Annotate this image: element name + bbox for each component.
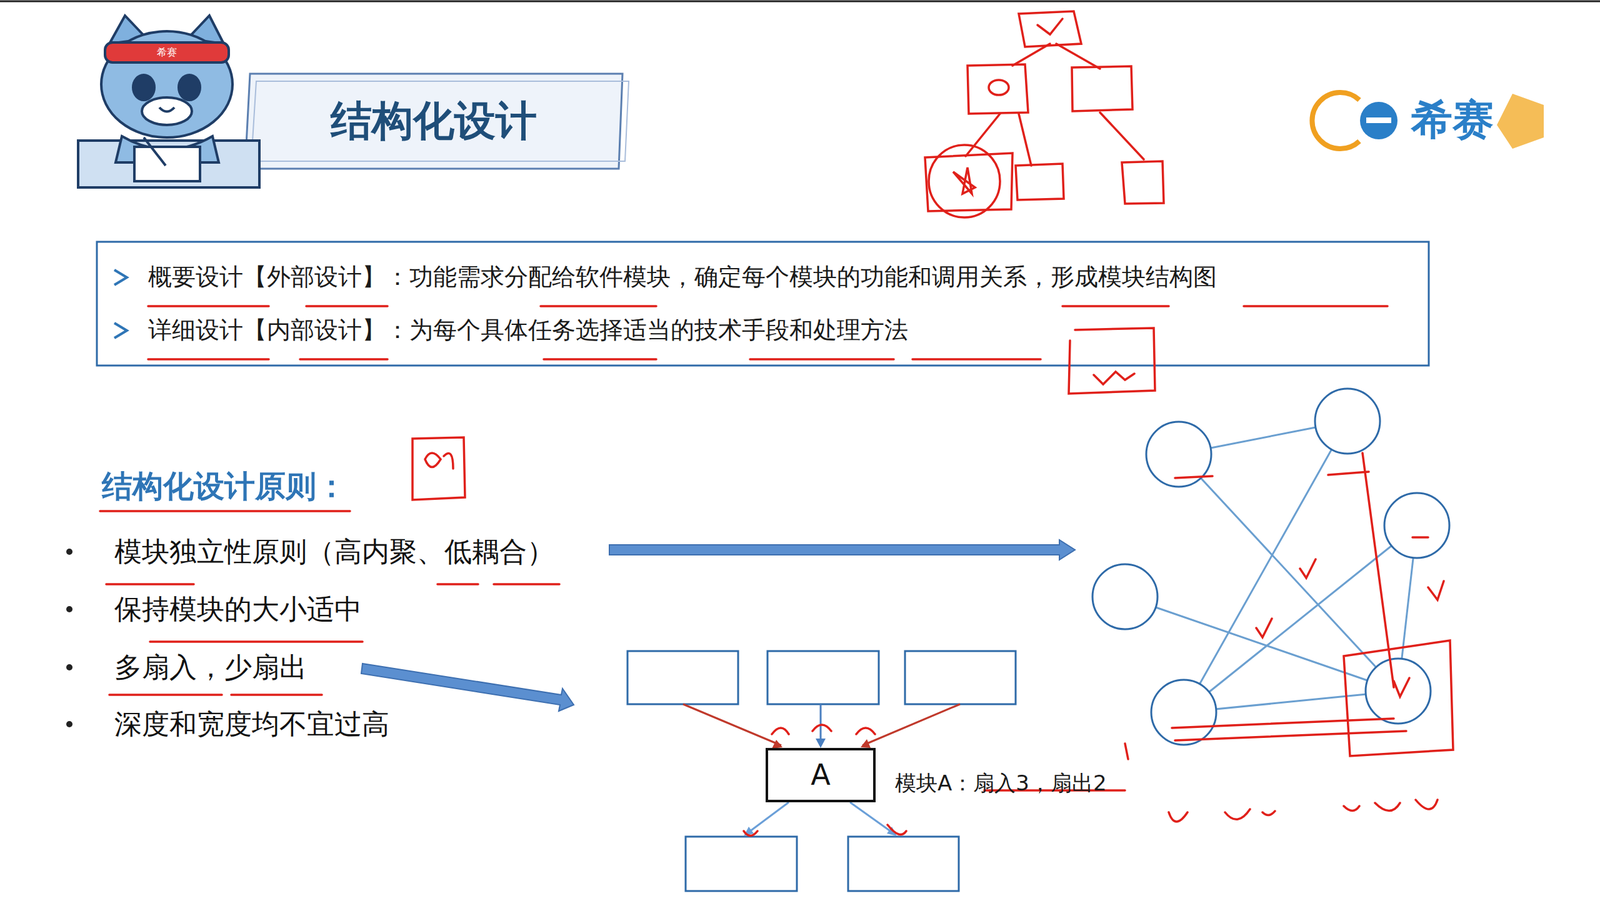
summary-design-text: 概要设计【外部设计】：功能需求分配给软件模块，确定每个模块的功能和调用关系，形成… [148, 263, 1217, 292]
handwritten-notes [100, 11, 1454, 837]
principle-item: 保持模块的大小适中 [114, 593, 362, 626]
principle-item: 深度和宽度均不宜过高 [114, 708, 390, 741]
principle-item: 模块独立性原则（高内聚、低耦合） [114, 536, 555, 569]
module-label: A [810, 758, 830, 792]
headband-text: 希赛 [156, 46, 177, 59]
title-banner [245, 73, 629, 169]
definition-box: 概要设计【外部设计】：功能需求分配给软件模块，确定每个模块的功能和调用关系，形成… [96, 241, 1429, 366]
top-rule [0, 0, 1600, 3]
logo-text: 希赛 [1411, 96, 1494, 144]
principle-heading: 结构化设计原则： [101, 469, 347, 505]
fan-note: 模块A：扇入3，扇出2 [895, 771, 1107, 796]
principle-item: 多扇入，少扇出 [114, 651, 307, 684]
logo-icon [1311, 92, 1544, 149]
bullet-arrows [114, 270, 127, 339]
bullet-dots [66, 548, 73, 728]
module-box: A [765, 748, 876, 803]
cat-mascot [78, 15, 260, 188]
detail-design-text: 详细设计【内部设计】：为每个具体任务选择适当的技术手段和处理方法 [148, 316, 909, 345]
title-text: 结构化设计 [330, 93, 537, 150]
coupling-graph [1092, 388, 1450, 745]
definition-frame [96, 241, 1429, 366]
fan-arrows [683, 704, 960, 837]
